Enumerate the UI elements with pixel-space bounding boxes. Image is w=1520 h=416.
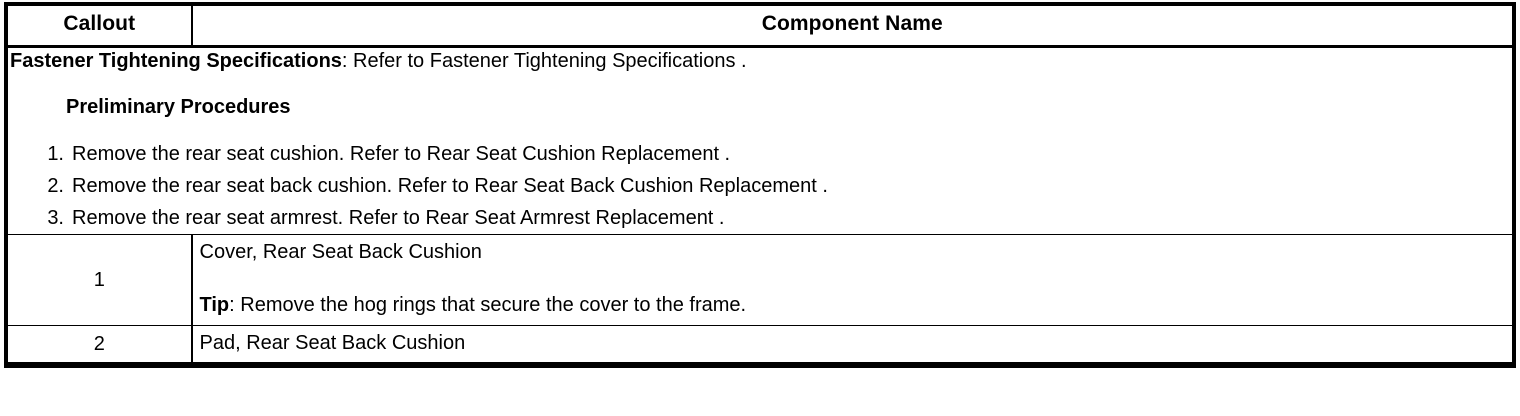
step-text: Remove the rear seat back cushion. Refer…: [72, 175, 828, 197]
preliminary-procedures-cell: Fastener Tightening Specifications: Refe…: [7, 46, 1513, 235]
step-number: 2.: [47, 175, 64, 197]
column-header-callout: Callout: [7, 5, 193, 48]
service-procedure-table: Callout Component Name Fastener Tighteni…: [4, 2, 1516, 368]
list-item: 3. Remove the rear seat armrest. Refer to…: [8, 202, 1512, 234]
fastener-specifications-line: Fastener Tightening Specifications: Refe…: [8, 48, 1512, 74]
step-number: 3.: [47, 207, 64, 229]
step-number: 1.: [47, 143, 64, 165]
fastener-specifications-label: Fastener Tightening Specifications: [10, 50, 342, 72]
preliminary-procedures-row: Fastener Tightening Specifications: Refe…: [7, 46, 1513, 235]
list-item: 2. Remove the rear seat back cushion. Ref…: [8, 170, 1512, 202]
component-name-text: Pad, Rear Seat Back Cushion: [199, 332, 466, 354]
tip-text: : Remove the hog rings that secure the c…: [229, 294, 747, 316]
step-text: Remove the rear seat armrest. Refer to R…: [72, 207, 725, 229]
preliminary-procedures-heading: Preliminary Procedures: [66, 96, 291, 118]
component-description-cell: Pad, Rear Seat Back Cushion: [191, 325, 1513, 365]
table-row: 1 Cover, Rear Seat Back Cushion Tip: Rem…: [7, 234, 1513, 326]
step-text: Remove the rear seat cushion. Refer to R…: [72, 143, 731, 165]
preliminary-steps-list: 1. Remove the rear seat cushion. Refer to…: [8, 138, 1512, 234]
callout-number: 2: [7, 325, 193, 365]
spec-table: Callout Component Name Fastener Tighteni…: [7, 5, 1513, 365]
column-header-component-name: Component Name: [191, 5, 1513, 48]
component-description-cell: Cover, Rear Seat Back Cushion Tip: Remov…: [191, 234, 1513, 326]
table-row: 2 Pad, Rear Seat Back Cushion: [7, 325, 1513, 365]
list-item: 1. Remove the rear seat cushion. Refer to…: [8, 138, 1512, 170]
tip-note: Tip: Remove the hog rings that secure th…: [200, 292, 1513, 319]
tip-label: Tip: [199, 294, 230, 316]
callout-number: 1: [7, 234, 193, 326]
component-name-text: Cover, Rear Seat Back Cushion: [199, 241, 482, 263]
table-header-row: Callout Component Name: [7, 5, 1513, 48]
fastener-specifications-text: : Refer to Fastener Tightening Specifica…: [341, 50, 747, 72]
